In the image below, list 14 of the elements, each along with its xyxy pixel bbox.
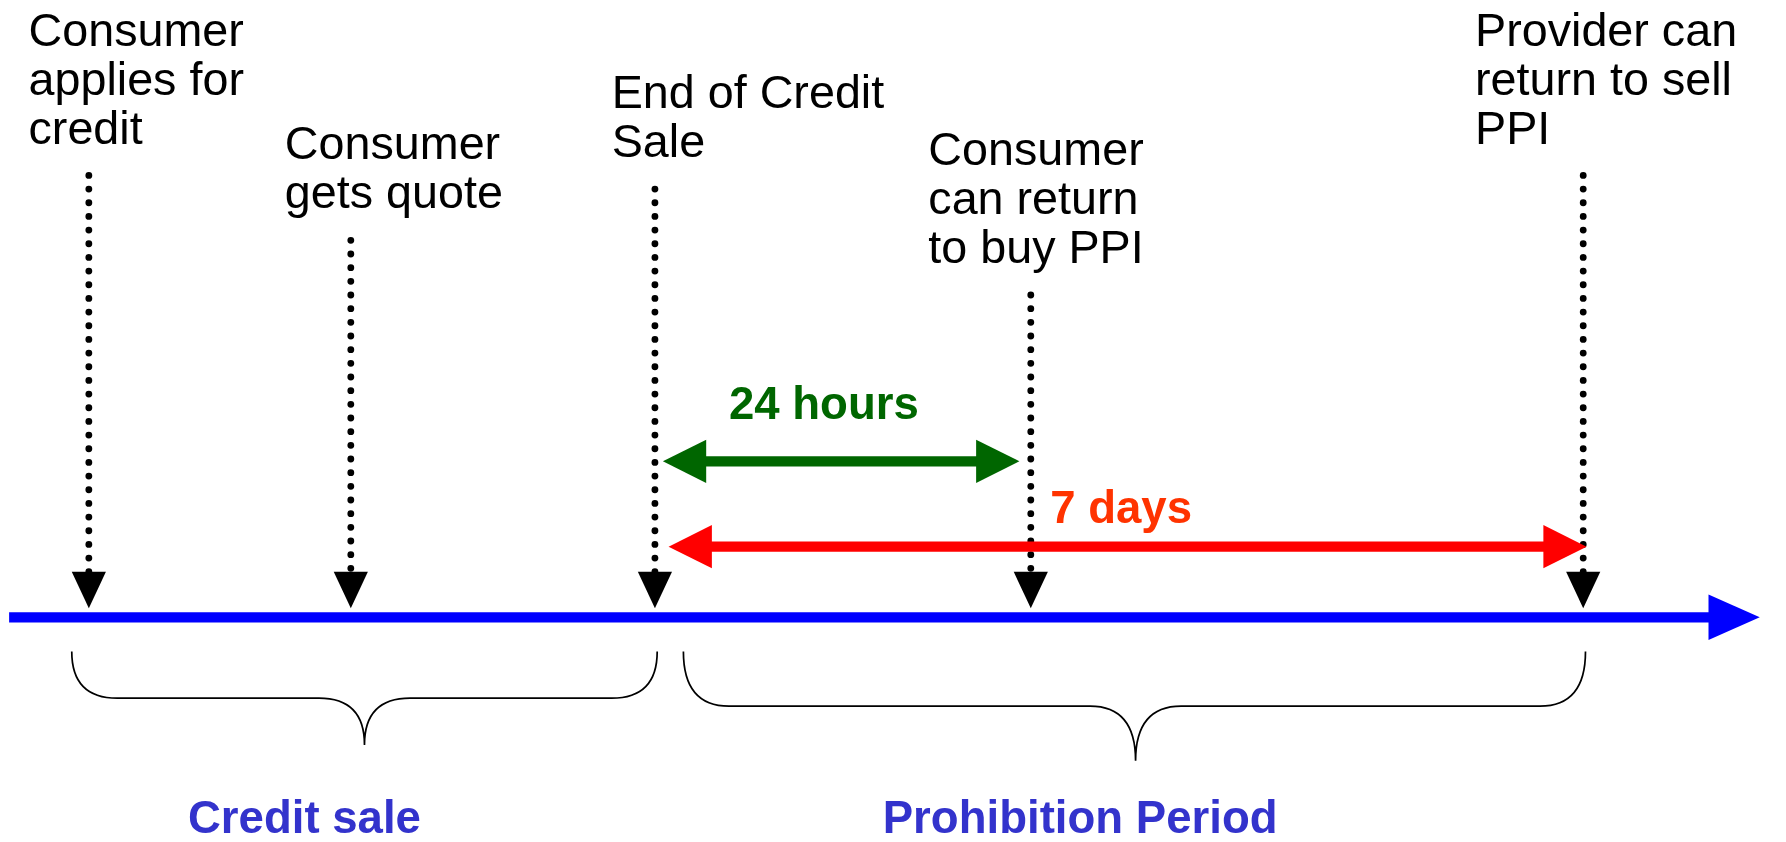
duration-label: 24 hours — [728, 378, 919, 430]
event-label: Consumer applies for credit — [28, 5, 285, 153]
leader-arrow — [333, 236, 368, 609]
event-label: Consumer gets quote — [284, 119, 536, 218]
event-label: Consumer can return to buy PPI — [928, 125, 1185, 273]
leader-arrow — [71, 172, 106, 609]
period-label: Prohibition Period — [882, 791, 1278, 842]
leader-arrow — [1566, 172, 1601, 609]
leader-arrow — [637, 185, 672, 609]
event-label: Provider can return to sell PPI — [1475, 5, 1777, 153]
period-label: Credit sale — [187, 791, 421, 842]
leader-arrow — [1013, 291, 1048, 609]
event-label: End of Credit Sale — [611, 68, 885, 167]
duration-label: 7 days — [1050, 481, 1192, 534]
